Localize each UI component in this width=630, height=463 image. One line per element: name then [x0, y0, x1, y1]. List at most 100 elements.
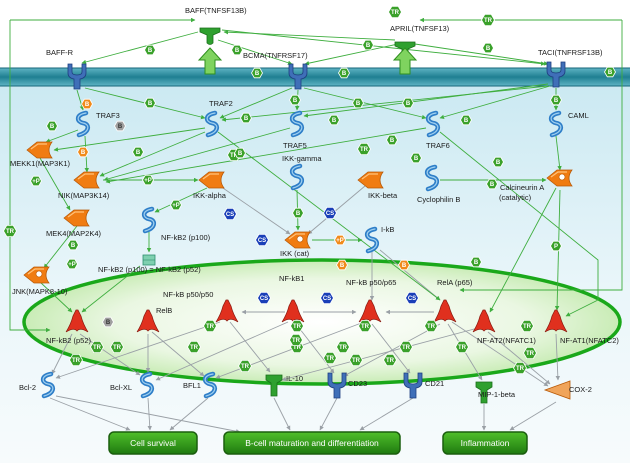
edge-taci-traf5	[303, 83, 549, 118]
label-ikb: I-kB	[381, 225, 394, 234]
caml-protein-icon	[548, 110, 563, 138]
baff-ligand-icon	[199, 27, 221, 45]
badge-binding-27-text: B	[238, 151, 243, 157]
edge-relb-bfl1	[151, 331, 205, 377]
badge-transcription-64-text: TR	[352, 358, 361, 364]
badge-binding-47-text: B	[474, 260, 479, 266]
edge-ikkalpha-nfkb2p100	[154, 187, 208, 213]
badge-binding-11-text: B	[293, 98, 298, 104]
badge-binding-8-text: B	[608, 70, 613, 76]
edge-baffr-traf3	[76, 89, 84, 111]
badge-transcription-56-text: TR	[293, 345, 302, 351]
edge-mekk1-mek4	[39, 157, 71, 211]
badge-transcription-66-text: TR	[516, 366, 525, 372]
badge-binding-7: B	[338, 67, 350, 79]
badge-binding-14: B	[550, 94, 562, 106]
badge-binding-8: B	[604, 66, 616, 78]
edge-mek4-jnk	[43, 225, 78, 269]
edge-p50p50-il10	[229, 321, 271, 373]
badge-phosphorylation-29-text: +P	[144, 178, 152, 184]
badge-transcription-48-text: TR	[206, 324, 215, 330]
badge-binding-25: B	[492, 156, 504, 168]
edge-cd21-maturation	[359, 397, 414, 431]
outcome-cell-survival: Cell survival	[108, 431, 198, 455]
pathway-nodes	[23, 27, 573, 404]
ikkalpha-kinase-icon	[198, 171, 225, 189]
label-ikkbeta: IKK-beta	[368, 191, 398, 200]
badge-transcription-54-text: TR	[113, 345, 122, 351]
badge-binding-3-text: B	[235, 48, 240, 54]
badge-transcription-50-text: TR	[361, 324, 370, 330]
label-baffr: BAFF-R	[46, 48, 74, 57]
label-calcineurin: Calcineurin A (catalytic)	[499, 183, 546, 202]
label-nfkbp50p65: NF-kB p50/p65	[346, 278, 396, 287]
badge-binding-17-text: B	[332, 118, 337, 124]
badge-transcription-54: TR	[110, 340, 124, 354]
label-bfl1: BFL1	[183, 381, 201, 390]
label-cd23: CD23	[348, 379, 367, 388]
badge-transcription-55: TR	[187, 340, 201, 354]
label-nfkbp50p50: NF-kB p50/p50	[163, 290, 213, 299]
label-baff: BAFF(TNFSF13B)	[185, 6, 247, 15]
badge-transcription-52: TR	[520, 319, 534, 333]
label-nik: NIK(MAP3K14)	[58, 191, 110, 200]
badge-phosphorylation-42-text: +P	[68, 262, 76, 268]
badge-transcription-65-text: TR	[386, 358, 395, 364]
outcome-b-cell-maturation-label: B-cell maturation and differentiation	[245, 438, 379, 448]
edge-april-taci	[414, 43, 549, 66]
label-ikkgamma: IKK-gamma	[282, 154, 322, 163]
badge-cs-45-text: CS	[408, 296, 416, 302]
badge-phosphorylation-28-text: +P	[32, 179, 40, 185]
ikb-protein-icon	[364, 226, 379, 254]
edge-caml-calcineurin	[555, 135, 562, 171]
badge-binding-orange-9-text: B	[85, 102, 90, 108]
pathway-edges	[9, 17, 623, 434]
badge-binding-12-text: B	[356, 101, 361, 107]
label-nfkb2p52: NF-kB2 (p52)	[46, 336, 92, 345]
badge-binding-24: B	[410, 152, 422, 164]
badge-transcription-0: TR	[388, 6, 402, 19]
edge-traf6-nfat	[439, 131, 599, 317]
edge-taci-traf6	[439, 85, 551, 120]
badge-binding-orange-40-text: B	[340, 263, 345, 269]
badge-gray-46: B	[102, 316, 114, 328]
outcome-inflammation-label: Inflammation	[461, 438, 510, 448]
badge-binding-11: B	[289, 94, 301, 106]
badge-binding-23: B	[386, 134, 398, 146]
badge-transcription-67: TR	[289, 333, 303, 347]
outcome-inflammation: Inflammation	[442, 431, 528, 455]
edge-rela-cox2	[451, 321, 549, 387]
label-nfkb1: NF-kB1	[279, 274, 304, 283]
badge-transcription-57: TR	[336, 340, 350, 354]
label-il10: IL-10	[286, 374, 303, 383]
bclxl-protein-icon	[139, 371, 154, 399]
traf6-protein-icon	[425, 110, 440, 138]
edge-cd23-maturation	[319, 397, 338, 431]
label-calcineurin-line2: (catalytic)	[499, 193, 532, 202]
ikkbeta-kinase-icon	[357, 171, 384, 189]
badge-binding-10: B	[144, 97, 156, 109]
edge-p50p65-cd21	[371, 323, 411, 374]
jnk-active-site-icon	[35, 270, 43, 278]
label-traf6: TRAF6	[426, 141, 450, 150]
label-caml: CAML	[568, 111, 589, 120]
edge-baff-bcma	[217, 39, 293, 65]
edge-april-baff	[223, 29, 396, 41]
badge-transcription-64: TR	[349, 353, 363, 367]
nfkbp50p50-transcription-factor-icon	[215, 299, 239, 323]
badge-binding-25-text: B	[496, 160, 501, 166]
mip1b-secreted-protein-icon	[475, 381, 493, 404]
badge-binding-30-text: B	[490, 182, 495, 188]
relb-transcription-factor-icon	[136, 309, 160, 333]
badge-binding-35-text: B	[71, 243, 76, 249]
badge-transcription-39: TR	[3, 224, 17, 238]
badge-binding-orange-20: B	[77, 146, 89, 158]
traf5-protein-icon	[289, 110, 304, 138]
badge-transcription-59: TR	[455, 340, 469, 354]
edge-nfkb2p52-bclxl	[79, 333, 141, 376]
calcineurin-active-site-icon	[558, 173, 566, 181]
badge-transcription-61-text: TR	[72, 358, 81, 364]
traf2-protein-icon	[204, 110, 219, 138]
edge-bcl2-maturation	[55, 395, 241, 434]
